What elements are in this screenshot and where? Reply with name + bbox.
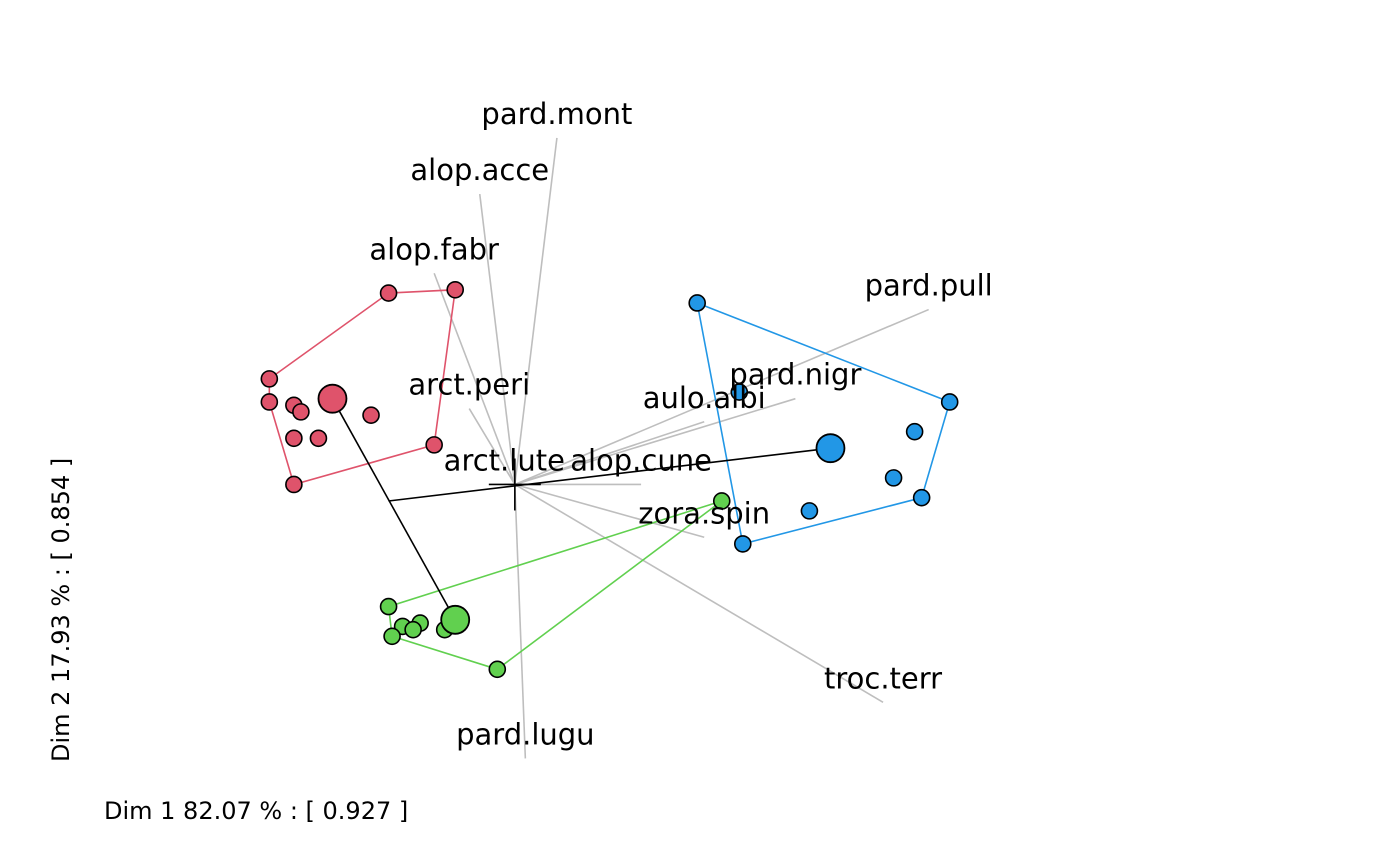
variable-label: pard.nigr	[729, 358, 861, 392]
group-center-point	[317, 383, 348, 414]
variable-label: alop.fabr	[369, 232, 499, 266]
data-point	[404, 620, 422, 639]
variable-vector	[514, 308, 929, 486]
data-point	[292, 403, 310, 421]
origin-cross	[488, 458, 541, 511]
data-point	[912, 488, 931, 507]
data-point	[260, 370, 279, 388]
link-line	[331, 398, 456, 621]
data-point	[425, 436, 443, 454]
data-point	[800, 502, 819, 520]
data-point	[688, 294, 706, 312]
variable-vector	[514, 137, 558, 485]
variable-vector	[514, 421, 705, 486]
variable-vector	[433, 272, 516, 485]
variable-labels: pard.mont alop.acce alop.fabr arct.peri pard…	[369, 97, 992, 751]
variable-label: alop.acce	[410, 153, 549, 187]
variable-vector	[514, 483, 705, 539]
data-point	[309, 429, 328, 448]
data-point	[260, 393, 279, 411]
variable-vector	[514, 484, 527, 759]
group-center-point	[440, 604, 471, 635]
x-axis-label: Dim 1 82.07 % : [ 0.927 ]	[104, 797, 408, 825]
variable-label: aulo.albi	[643, 381, 766, 415]
data-point	[488, 660, 507, 679]
variable-label: alop.cune	[570, 443, 712, 477]
variable-vector	[514, 397, 796, 486]
variable-label: arct.lute	[444, 443, 565, 477]
group-links	[331, 398, 831, 621]
group-hulls	[268, 288, 951, 671]
data-point	[712, 492, 731, 510]
data-point	[884, 469, 903, 487]
data-point	[733, 535, 752, 553]
data-point	[285, 429, 303, 448]
variable-vector	[514, 483, 884, 703]
data-point	[446, 280, 465, 299]
variable-vector	[478, 193, 516, 485]
data-point	[379, 597, 398, 616]
variable-vector	[468, 408, 516, 485]
variable-label: troc.terr	[824, 661, 942, 695]
group-points	[260, 280, 959, 679]
data-point	[940, 393, 959, 411]
data-point	[285, 475, 303, 494]
variable-label: pard.pull	[865, 269, 993, 303]
variable-label: zora.spin	[638, 496, 770, 530]
data-point	[379, 284, 398, 302]
variable-label: pard.mont	[481, 97, 632, 131]
data-point	[905, 422, 924, 441]
variable-label: arct.peri	[408, 368, 530, 402]
variable-vectors	[433, 137, 929, 759]
data-point	[362, 406, 380, 424]
link-line	[388, 447, 831, 502]
y-axis-label: Dim 2 17.93 % : [ 0.854 ]	[47, 458, 75, 762]
group-center-point	[815, 433, 846, 464]
data-point	[730, 383, 749, 401]
data-point	[383, 627, 401, 646]
variable-label: pard.lugu	[456, 717, 594, 751]
